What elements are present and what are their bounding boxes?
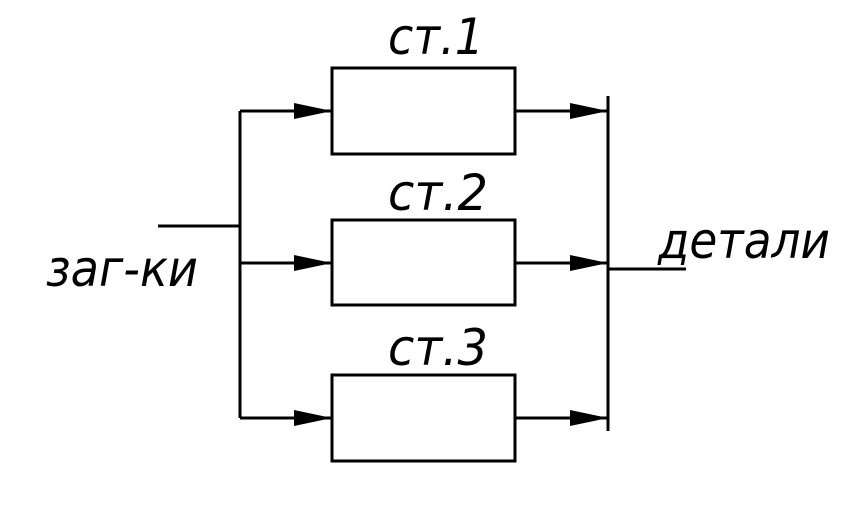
station-box-2 bbox=[330, 218, 517, 307]
station-label-2: ст.2 bbox=[388, 164, 488, 222]
station-box-3 bbox=[330, 373, 517, 463]
station-label-3: ст.3 bbox=[388, 319, 488, 377]
station-label-1: ст.1 bbox=[388, 8, 484, 66]
output-label: детали bbox=[657, 212, 830, 270]
station-box-1 bbox=[330, 66, 517, 156]
input-label: заг-ки bbox=[46, 240, 198, 298]
